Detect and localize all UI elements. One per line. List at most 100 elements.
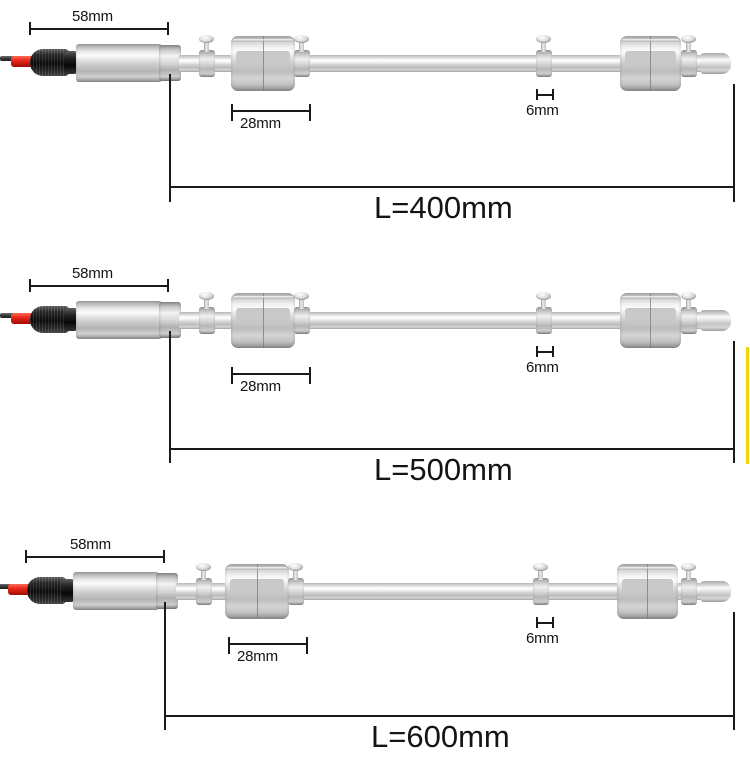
collar-dimension-tick-right-400 [552, 89, 554, 100]
float-dimension-line-400 [231, 110, 310, 112]
sensor-body-tube [76, 44, 162, 82]
length-dimension-line-500 [169, 448, 734, 450]
stop-pin-head-upper [196, 563, 211, 571]
sensor-rod [176, 583, 720, 600]
head-dimension-tick-left-500 [29, 279, 31, 292]
stop-pin-stem-midspan [541, 296, 546, 309]
length-extension-right-500 [733, 341, 735, 463]
head-dimension-line-600 [25, 556, 164, 558]
float-lower-top-band [622, 39, 679, 42]
stop-pin-head-upper-lower [288, 563, 303, 571]
sensor-diagram-panel-500: 58mm 28mm 6mm [0, 257, 750, 512]
float-lower-top-band [622, 296, 679, 299]
sensor-diagram-panel-400: 58mm [0, 0, 750, 250]
length-extension-left-600 [164, 602, 166, 730]
stop-pin-stem-midspan [538, 567, 543, 580]
head-dimension-line-400 [29, 28, 168, 30]
length-extension-right-400 [733, 84, 735, 202]
float-upper-seam [263, 36, 264, 91]
float-dimension-tick-left-500 [231, 367, 233, 384]
float-lower-seam [647, 564, 648, 619]
stop-collar-upper [199, 50, 215, 77]
head-dimension-label-600: 58mm [70, 536, 111, 553]
collar-dimension-line-500 [536, 351, 553, 353]
cable-gland-cap [61, 579, 75, 602]
collar-dimension-line-600 [536, 622, 553, 624]
length-extension-left-500 [169, 331, 171, 463]
float-dimension-line-500 [231, 373, 310, 375]
stop-pin-head-midspan [536, 292, 551, 300]
collar-dimension-label-600: 6mm [526, 630, 559, 647]
stop-pin-head-upper-lower [294, 35, 309, 43]
head-dimension-label-400: 58mm [72, 8, 113, 25]
stop-pin-head-lower [681, 292, 696, 300]
red-wire-boot [8, 584, 39, 595]
float-upper-seam [263, 293, 264, 348]
length-label-500: L=500mm [374, 452, 513, 487]
length-extension-right-600 [733, 612, 735, 730]
float-dimension-tick-right-400 [309, 104, 311, 121]
collar-dimension-tick-left-600 [536, 617, 538, 628]
stop-collar-upper-lower [288, 578, 304, 605]
length-dimension-line-600 [164, 715, 734, 717]
page-edge-accent-line [746, 347, 749, 464]
collar-dimension-tick-right-600 [552, 617, 554, 628]
mounting-hex-nut [159, 45, 181, 81]
stop-pin-stem-lower [686, 39, 691, 52]
cable-gland [27, 577, 66, 604]
head-dimension-line-500 [29, 285, 168, 287]
collar-dimension-tick-left-400 [536, 89, 538, 100]
stop-pin-stem-upper-lower [299, 39, 304, 52]
rod-end-tip [700, 53, 731, 74]
sensor-rod [179, 55, 720, 72]
float-upper-top-band [233, 296, 293, 299]
stop-collar-midspan [536, 50, 552, 77]
sensor-diagram-panel-600: 58mm 28mm 6mm [0, 518, 750, 769]
collar-dimension-label-400: 6mm [526, 102, 559, 119]
stop-collar-midspan [533, 578, 549, 605]
red-wire-boot [11, 313, 42, 324]
float-lower-seam [650, 293, 651, 348]
stop-collar-lower [681, 50, 697, 77]
stop-pin-stem-upper [201, 567, 206, 580]
stop-pin-head-midspan [536, 35, 551, 43]
float-dimension-line-600 [228, 643, 307, 645]
collar-dimension-line-400 [536, 94, 553, 96]
length-label-600: L=600mm [371, 719, 510, 754]
stop-pin-stem-lower [686, 567, 691, 580]
cable-gland-cap [64, 51, 78, 74]
collar-dimension-tick-left-500 [536, 346, 538, 357]
cable-gland [30, 306, 69, 333]
stop-pin-stem-upper-lower [293, 567, 298, 580]
mounting-hex-nut [159, 302, 181, 338]
float-upper-seam [257, 564, 258, 619]
float-dimension-tick-left-600 [228, 637, 230, 654]
cable-gland-cap [64, 308, 78, 331]
stop-pin-stem-upper [204, 296, 209, 309]
length-label-400: L=400mm [374, 190, 513, 225]
stop-collar-lower [681, 307, 697, 334]
head-dimension-tick-right-500 [167, 279, 169, 292]
sensor-rod [179, 312, 720, 329]
stop-pin-stem-upper [204, 39, 209, 52]
stop-pin-head-lower [681, 35, 696, 43]
stop-pin-stem-upper-lower [299, 296, 304, 309]
cable-gland [30, 49, 69, 76]
stop-collar-upper [196, 578, 212, 605]
stop-pin-head-upper [199, 292, 214, 300]
head-dimension-label-500: 58mm [72, 265, 113, 282]
stop-collar-upper-lower [294, 307, 310, 334]
stop-collar-upper-lower [294, 50, 310, 77]
stop-pin-head-upper [199, 35, 214, 43]
sensor-body-tube [73, 572, 159, 610]
float-lower-seam [650, 36, 651, 91]
rod-end-tip [700, 310, 731, 331]
rod-end-tip [700, 581, 731, 602]
collar-dimension-label-500: 6mm [526, 359, 559, 376]
sensor-body-tube [76, 301, 162, 339]
float-upper-top-band [233, 39, 293, 42]
float-upper-top-band [227, 567, 287, 570]
float-lower-top-band [619, 567, 676, 570]
head-dimension-tick-left-400 [29, 22, 31, 35]
stop-pin-stem-midspan [541, 39, 546, 52]
